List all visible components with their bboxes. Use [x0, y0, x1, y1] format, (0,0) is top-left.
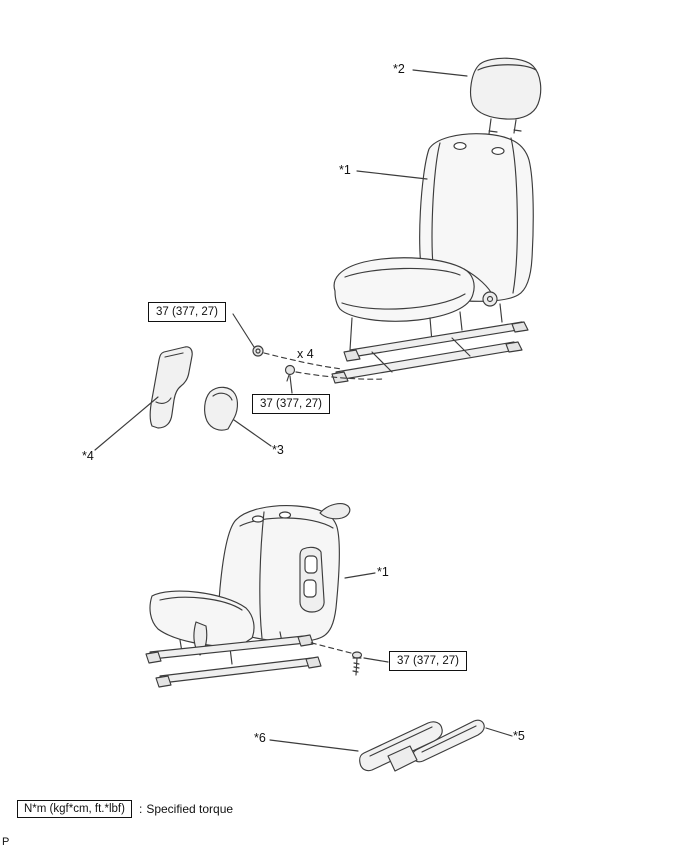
bolt-icon	[284, 364, 296, 382]
callout-seat-assembly-top: *1	[339, 163, 351, 177]
callout-rail-cover-left: *6	[254, 731, 266, 745]
seat-rails-top-illustration	[331, 303, 529, 384]
screw-icon	[351, 651, 363, 676]
hinge-cover-outer-illustration	[149, 346, 193, 429]
page-marker: P	[2, 836, 10, 848]
seatback-rear-illustration	[218, 503, 351, 643]
torque-callout-box: 37 (377, 27)	[252, 394, 331, 415]
seat-cushion-top-illustration	[333, 257, 498, 322]
torque-callout-box: 37 (377, 27)	[148, 302, 227, 323]
legend-separator: :	[138, 802, 143, 816]
callout-rail-cover-right: *5	[513, 729, 525, 743]
torque-legend: N*m (kgf*cm, ft.*lbf) : Specified torque	[17, 800, 233, 818]
seatback-top-illustration	[419, 133, 534, 302]
callout-hinge-cover-inner: *3	[272, 443, 284, 457]
rail-cover-left-illustration	[359, 721, 443, 772]
leader-lines-top	[94, 69, 468, 451]
callout-seat-assembly-rear: *1	[377, 565, 389, 579]
bolt-icon	[252, 345, 264, 357]
torque-callout-box: 37 (377, 27)	[389, 651, 468, 672]
hinge-cover-inner-illustration	[204, 386, 239, 431]
seat-rails-bottom-illustration	[145, 631, 322, 688]
callout-hinge-cover-outer: *4	[82, 449, 94, 463]
headrest-illustration	[470, 57, 542, 135]
torque-unit-box: N*m (kgf*cm, ft.*lbf)	[17, 800, 132, 818]
callout-headrest: *2	[393, 62, 405, 76]
leader-lines-bottom	[269, 572, 513, 752]
legend-description: Specified torque	[146, 802, 234, 816]
bolt-quantity-note: x 4	[297, 347, 314, 361]
